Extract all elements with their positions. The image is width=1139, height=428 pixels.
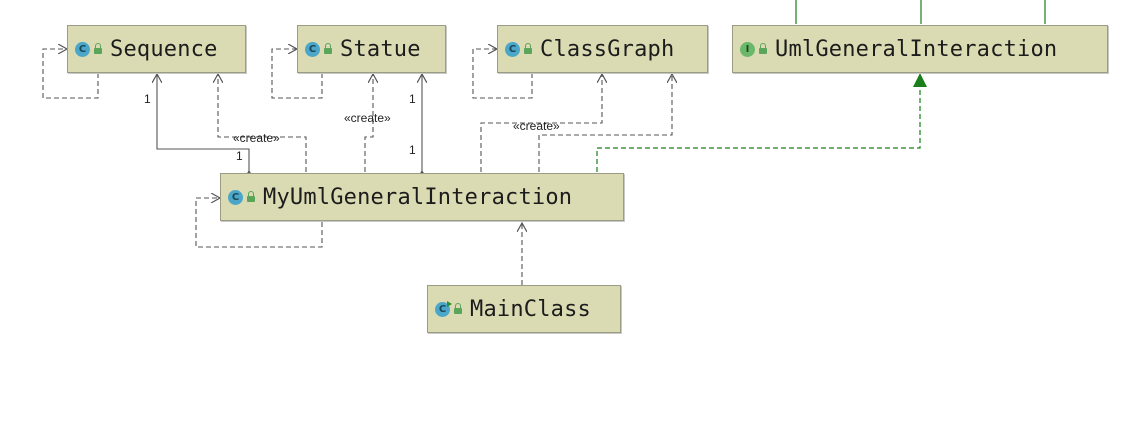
- class-name: MainClass: [470, 296, 592, 322]
- class-name: UmlGeneralInteraction: [775, 36, 1058, 62]
- class-name: ClassGraph: [540, 36, 675, 62]
- interface-icon: I: [740, 41, 755, 57]
- class-name: MyUmlGeneralInteraction: [263, 184, 573, 210]
- self-dependency-edges: [42, 49, 533, 248]
- realization-edge: [596, 73, 927, 172]
- lock-icon: [247, 191, 255, 202]
- class-icon: C: [228, 189, 243, 205]
- class-icon: C: [305, 41, 320, 57]
- multiplicity-label-statue-bottom: 1: [409, 143, 416, 157]
- class-name: Sequence: [110, 36, 218, 62]
- create-label-classgraph: «create»: [513, 119, 560, 133]
- lock-icon: [524, 43, 532, 54]
- lock-icon: [324, 43, 332, 54]
- class-icon: C: [505, 41, 520, 57]
- lock-icon: [94, 43, 102, 54]
- multiplicity-label-sequence-bottom: 1: [236, 149, 243, 163]
- composition-edge-sequence: [157, 74, 249, 172]
- class-node-sequence[interactable]: C Sequence: [67, 25, 246, 73]
- create-dependency-edges: [218, 74, 672, 285]
- class-name: Statue: [340, 36, 421, 62]
- create-label-sequence: «create»: [233, 131, 280, 145]
- class-node-classgraph[interactable]: C ClassGraph: [497, 25, 708, 73]
- main-class-icon: C: [435, 300, 452, 317]
- class-node-myumlgeneralinteraction[interactable]: C MyUmlGeneralInteraction: [220, 173, 624, 221]
- class-node-mainclass[interactable]: C MainClass: [427, 285, 621, 333]
- lock-icon: [454, 303, 462, 314]
- interface-node-umlgeneralinteraction[interactable]: I UmlGeneralInteraction: [732, 25, 1108, 73]
- multiplicity-label-sequence-top: 1: [144, 92, 151, 106]
- offscreen-realization-lines: [795, 0, 1046, 24]
- multiplicity-label-statue-top: 1: [409, 92, 416, 106]
- lock-icon: [759, 43, 767, 54]
- class-icon: C: [75, 41, 90, 57]
- class-node-statue[interactable]: C Statue: [297, 25, 446, 73]
- create-label-statue: «create»: [344, 111, 391, 125]
